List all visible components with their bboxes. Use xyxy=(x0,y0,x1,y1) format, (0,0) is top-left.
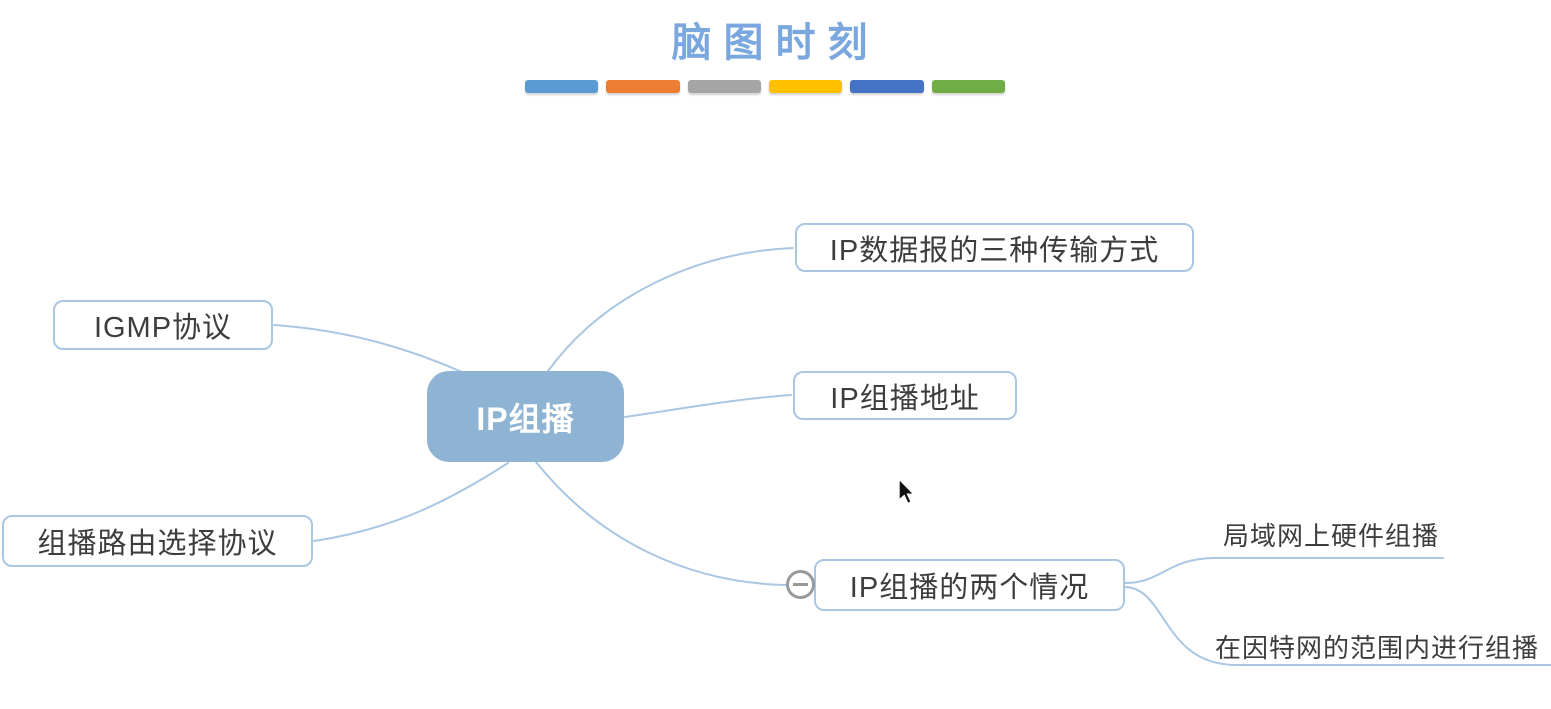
divider-bar-yellow xyxy=(768,80,843,93)
minus-glyph xyxy=(793,583,808,586)
page-title: 脑图时刻 xyxy=(671,20,880,65)
divider-bar-dark-blue xyxy=(850,80,924,93)
connector-twocases-to-lan-leaf xyxy=(1124,557,1444,584)
connector-routing-to-root xyxy=(313,462,509,542)
title-divider xyxy=(525,80,1005,93)
connector-root-to-datagram xyxy=(547,247,794,372)
leaf-node-internet-scope-multicast[interactable]: 在因特网的范围内进行组播 xyxy=(1214,633,1539,663)
connector-twocases-to-internet-leaf xyxy=(1124,586,1551,666)
branch-node-ip-multicast-address[interactable]: IP组播地址 xyxy=(793,371,1017,420)
branch-node-igmp-protocol[interactable]: IGMP协议 xyxy=(53,300,273,350)
branch-node-datagram-transmission-modes[interactable]: IP数据报的三种传输方式 xyxy=(795,223,1194,272)
branch-node-multicast-routing-protocol[interactable]: 组播路由选择协议 xyxy=(2,515,313,567)
connector-igmp-to-root xyxy=(273,324,463,373)
mouse-cursor-icon xyxy=(898,478,916,505)
collapse-minus-icon[interactable] xyxy=(786,570,815,599)
root-node-ip-multicast[interactable]: IP组播 xyxy=(427,371,624,462)
connector-root-to-ipaddr xyxy=(624,394,792,418)
connector-root-to-twocases xyxy=(535,461,787,586)
divider-bar-orange xyxy=(606,80,680,93)
branch-node-two-cases[interactable]: IP组播的两个情况 xyxy=(814,559,1125,611)
divider-bar-gray xyxy=(687,80,761,93)
divider-bar-green xyxy=(931,80,1005,93)
divider-bar-light-blue xyxy=(525,80,599,93)
leaf-node-lan-hardware-multicast[interactable]: 局域网上硬件组播 xyxy=(1222,521,1439,551)
